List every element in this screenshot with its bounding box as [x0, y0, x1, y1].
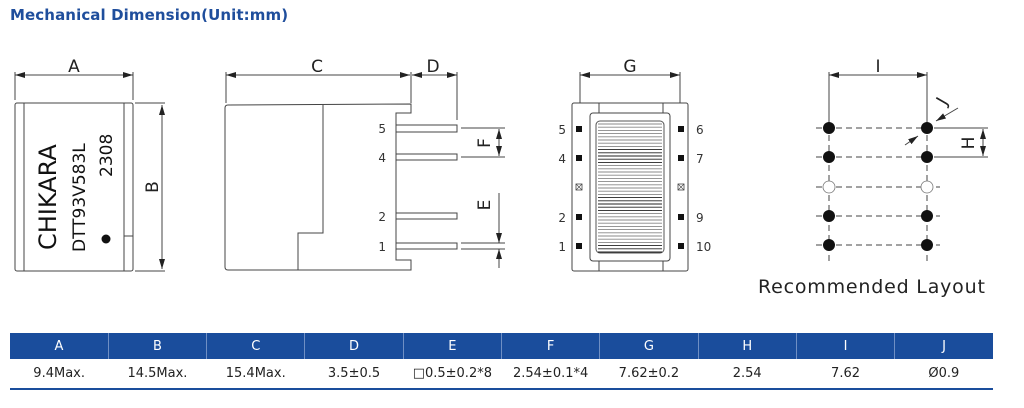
table-header-h: H — [698, 333, 797, 359]
table-cell-j: Ø0.9 — [894, 359, 993, 390]
table-header-d: D — [304, 333, 404, 359]
table-header-e: E — [403, 333, 502, 359]
label-d: D — [426, 57, 439, 77]
table-row: 9.4Max. 14.5Max. 15.4Max. 3.5±0.5 □0.5±0… — [10, 359, 993, 390]
bottom-view — [571, 72, 689, 272]
bottom-pin-label-right: 6 — [696, 123, 704, 137]
bottom-pin-label-right: 7 — [696, 152, 704, 166]
table-header-i: I — [796, 333, 896, 359]
table-cell-e: □0.5±0.2*8 — [403, 359, 502, 390]
table-header-b: B — [108, 333, 208, 359]
table-header-row: A B C D E F G H I J — [10, 333, 993, 359]
table-header-f: F — [501, 333, 601, 359]
label-h: H — [959, 137, 979, 150]
bottom-pin-label-right: 9 — [696, 211, 704, 225]
bottom-pin-label-left: 5 — [558, 123, 566, 137]
label-c: C — [311, 57, 323, 77]
table-cell-b: 14.5Max. — [108, 359, 207, 390]
bottom-pin-label-left: 2 — [558, 211, 566, 225]
label-e: E — [475, 200, 495, 211]
front-view — [14, 72, 165, 272]
bottom-pin-label-left: 4 — [558, 152, 566, 166]
table-header-j: J — [894, 333, 993, 359]
page-title: Mechanical Dimension(Unit:mm) — [10, 6, 289, 24]
side-pin-label: 1 — [378, 240, 386, 254]
bottom-view-pads — [575, 126, 685, 249]
component-body — [14, 102, 134, 272]
winding-lines — [595, 120, 665, 254]
bottom-pin-label-right: 10 — [696, 240, 711, 254]
bottom-pin-label-left: 1 — [558, 240, 566, 254]
table-header-c: C — [206, 333, 306, 359]
table-cell-f: 2.54±0.1*4 — [501, 359, 600, 390]
table-cell-g: 7.62±0.2 — [599, 359, 699, 390]
side-view — [224, 72, 505, 271]
table-cell-i: 7.62 — [796, 359, 895, 390]
label-b: B — [143, 181, 163, 193]
dimension-line-j — [935, 107, 959, 122]
table-cell-h: 2.54 — [698, 359, 797, 390]
part-number-marking: DTT93V583L — [70, 143, 90, 252]
brand-marking: CHIKARA — [34, 144, 62, 250]
dimension-table: A B C D E F G H I J 9.4Max. 14.5Max. 15.… — [10, 333, 993, 390]
pin1-indicator-dot — [101, 234, 111, 244]
side-pin-label: 2 — [378, 210, 386, 224]
table-header-a: A — [10, 333, 109, 359]
table-header-g: G — [599, 333, 699, 359]
label-i: I — [875, 57, 880, 77]
layout-caption: Recommended Layout — [758, 276, 986, 298]
recommended-layout — [816, 72, 988, 262]
table-cell-d: 3.5±0.5 — [304, 359, 404, 390]
label-f: F — [475, 138, 495, 148]
mechanical-drawing: A B CHIKARA DTT93V583L 2308 C D F E 5 4 … — [14, 57, 988, 272]
table-cell-a: 9.4Max. — [10, 359, 109, 390]
side-pin-label: 5 — [378, 122, 386, 136]
label-j: J — [932, 94, 952, 109]
side-pin-label: 4 — [378, 151, 386, 165]
table-cell-c: 15.4Max. — [206, 359, 305, 390]
label-g: G — [623, 57, 636, 77]
label-a: A — [68, 57, 80, 77]
date-code-marking: 2308 — [97, 134, 117, 177]
layout-pads — [822, 122, 934, 251]
